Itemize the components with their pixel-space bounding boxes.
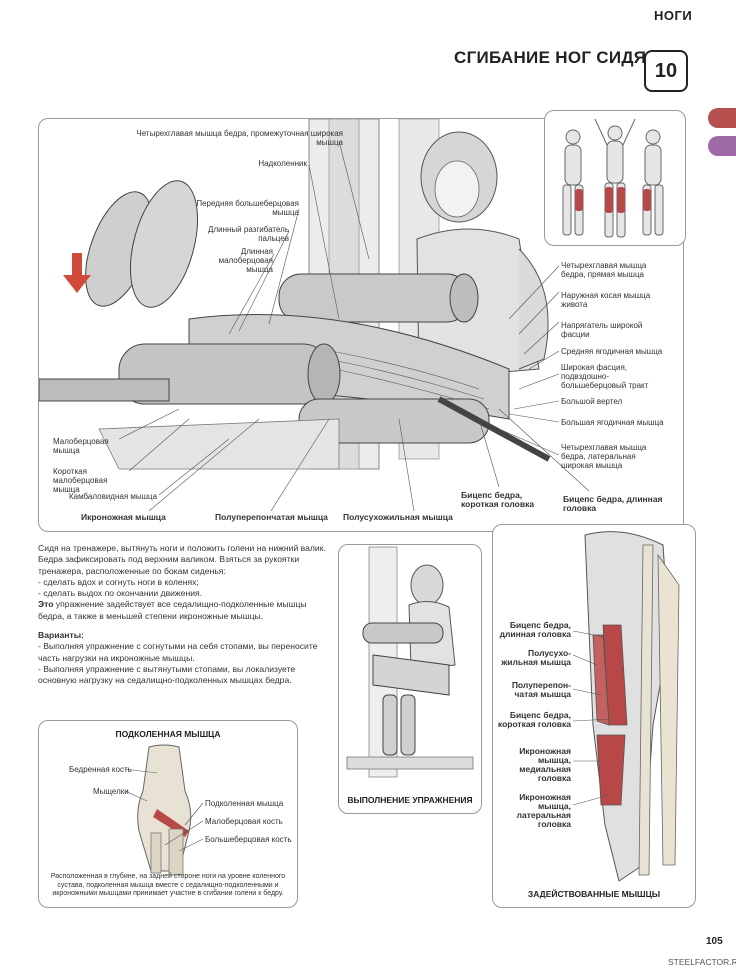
label-glute-med: Средняя ягодичная мышца bbox=[561, 347, 663, 356]
variants-title: Варианты: bbox=[38, 630, 84, 641]
label-tibialis-anterior: Передняя большеберцовая мышца bbox=[196, 199, 299, 217]
perform-illustration bbox=[346, 546, 474, 778]
muscles-caption: ЗАДЕЙСТВОВАННЫЕ МЫШЦЫ bbox=[527, 889, 661, 899]
label-glute-max: Большая ягодичная мышца bbox=[561, 418, 664, 427]
label-semimembranosus: Полуперепон-чатая мышца bbox=[511, 680, 571, 699]
site-watermark: STEELFACTOR.RU bbox=[668, 957, 736, 967]
label-fibula: Малоберцовая кость bbox=[205, 817, 283, 826]
silhouette-panel bbox=[544, 110, 686, 246]
label-peroneus-brevis: Короткая малоберцовая мышца bbox=[53, 467, 108, 494]
label-tfl: Напрягатель широкой фасции bbox=[561, 321, 643, 339]
page-number: 105 bbox=[706, 936, 723, 947]
label-peroneus-longus-top: Длинная малоберцовая мышца bbox=[218, 247, 273, 274]
instruction-text: Сидя на тренажере, вытянуть ноги и полож… bbox=[38, 543, 326, 576]
label-patella: Надколенник bbox=[258, 159, 307, 168]
label-semitendinosus: Полусухо-жильная мышца bbox=[501, 648, 571, 667]
label-quad-lateral: Четырехглавая мышца бедра, латеральная ш… bbox=[561, 443, 647, 470]
tab-purple[interactable] bbox=[708, 136, 736, 156]
label-semitendinosus: Полусухожильная мышца bbox=[343, 512, 453, 522]
label-popliteus: Подколенная мышца bbox=[205, 799, 284, 808]
variant-1: - Выполняя упражнение с согнутыми на себ… bbox=[38, 641, 318, 663]
label-biceps-long: Бицепс бедра, длинная головка bbox=[499, 620, 571, 639]
label-quad-vastus-intermedius: Четырехглавая мышца бедра, промежуточная… bbox=[136, 129, 343, 147]
label-biceps-short: Бицепс бедра, короткая головка bbox=[497, 710, 571, 729]
muscles-panel: Бицепс бедра, длинная головка Полусухо-ж… bbox=[492, 524, 696, 908]
body-silhouettes bbox=[562, 118, 664, 238]
popliteus-title: ПОДКОЛЕННАЯ МЫШЦА bbox=[115, 729, 221, 739]
page-title: СГИБАНИЕ НОГ СИДЯ bbox=[454, 48, 647, 67]
label-peroneus: Малоберцовая мышца bbox=[53, 437, 109, 455]
label-soleus: Камбаловидная мышца bbox=[69, 492, 158, 501]
label-femur: Бедренная кость bbox=[69, 765, 132, 774]
step-exhale: - сделать выдох по окончании движения. bbox=[38, 588, 203, 599]
leg-curl-machine-illustration bbox=[39, 119, 590, 512]
popliteus-caption: Расположенная в глубине, на задней сторо… bbox=[50, 873, 286, 897]
label-it-band: Широкая фасция, подвздошно-большеберцовы… bbox=[561, 363, 649, 390]
effect-rest: упражнение задействует все седалищно-под… bbox=[38, 599, 307, 621]
exercise-number: 10 bbox=[644, 50, 688, 92]
posterior-leg-illustration bbox=[572, 531, 680, 882]
effect-lead: Это bbox=[38, 599, 54, 610]
label-ext-digitorum-longus: Длинный разгибатель пальцев bbox=[208, 225, 289, 243]
label-semimembranosus: Полуперепончатая мышца bbox=[215, 512, 328, 522]
section-tag: НОГИ bbox=[654, 8, 693, 23]
label-ext-oblique: Наружная косая мышца живота bbox=[561, 291, 651, 309]
exercise-description: Сидя на тренажере, вытянуть ноги и полож… bbox=[38, 543, 333, 687]
label-biceps-long: Бицепс бедра, длинная головка bbox=[563, 494, 663, 513]
label-gastrocnemius: Икроножная мышца bbox=[81, 512, 166, 522]
label-gastro-medial: Икроножная мышца, медиальная головка bbox=[519, 746, 571, 783]
label-gastro-lateral: Икроножная мышца, латеральная головка bbox=[516, 792, 571, 829]
label-biceps-short: Бицепс бедра, короткая головка bbox=[461, 490, 535, 509]
step-inhale: - сделать вдох и согнуть ноги в коленях; bbox=[38, 576, 199, 587]
tab-red[interactable] bbox=[708, 108, 736, 128]
perform-panel: ВЫПОЛНЕНИЕ УПРАЖНЕНИЯ bbox=[338, 544, 482, 814]
variant-2: - Выполняя упражнение с вытянутыми стопа… bbox=[38, 663, 296, 686]
perform-caption: ВЫПОЛНЕНИЕ УПРАЖНЕНИЯ bbox=[347, 795, 473, 805]
effect-text: Это упражнение задействует все седалищно… bbox=[38, 599, 333, 622]
popliteus-panel: ПОДКОЛЕННАЯ МЫШЦА Бедренная кость Мыщелк… bbox=[38, 720, 298, 908]
label-tibia: Большеберцовая кость bbox=[205, 835, 292, 844]
label-condyles: Мыщелки bbox=[93, 787, 129, 796]
color-tabs bbox=[708, 108, 736, 164]
label-quad-rectus: Четырехглавая мышца бедра, прямая мышца bbox=[561, 261, 647, 279]
label-trochanter: Большой вертел bbox=[561, 397, 623, 406]
knee-illustration bbox=[124, 744, 204, 876]
